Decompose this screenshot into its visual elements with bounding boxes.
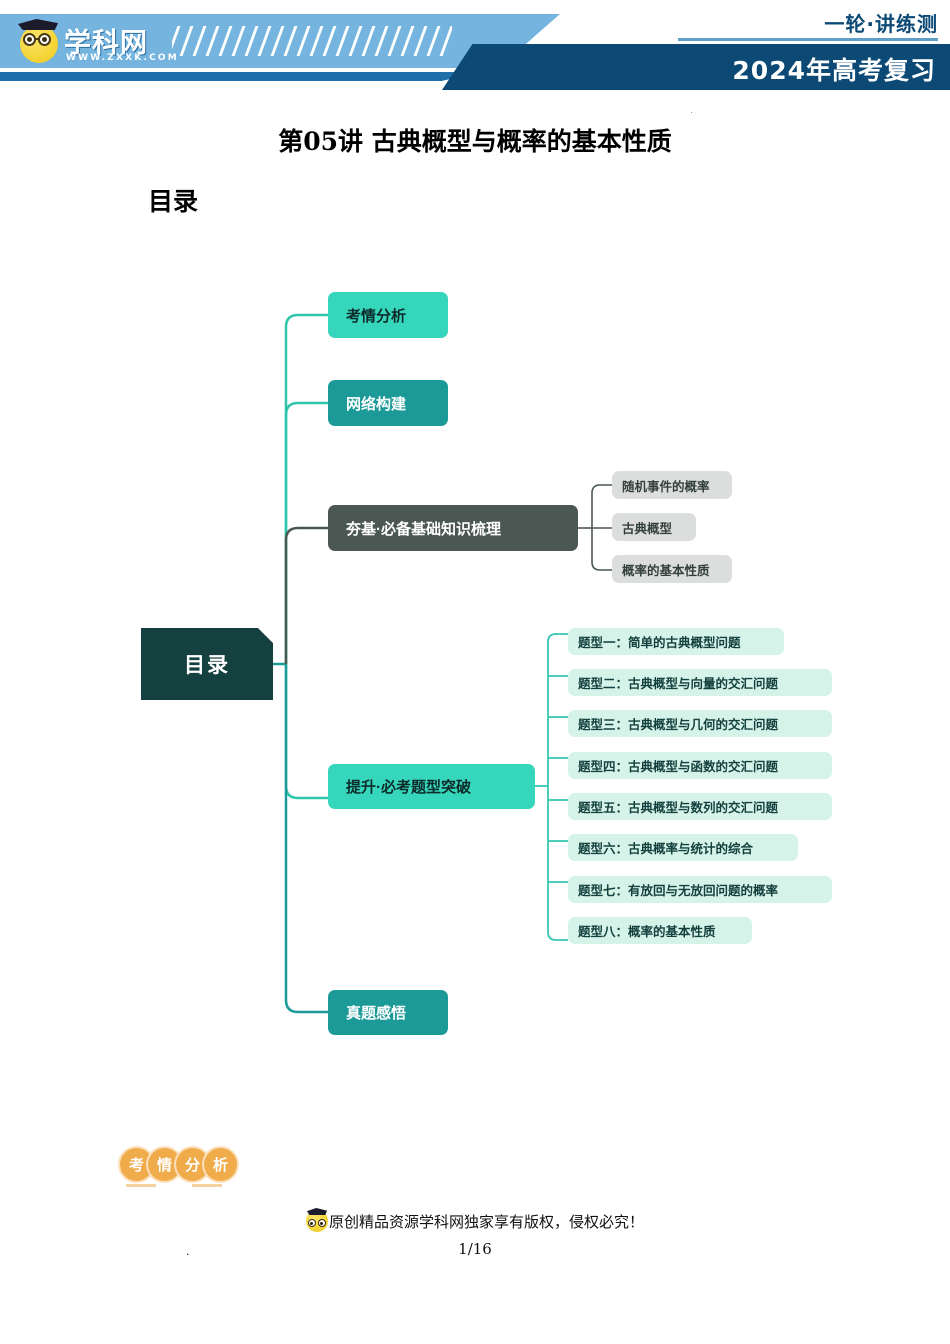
badge-circle: 考: [120, 1148, 153, 1181]
mascot-pupil-left-icon: [310, 1222, 314, 1225]
mindmap-question-type-2[interactable]: 题型二：古典概型与向量的交汇问题: [568, 669, 832, 696]
question-type-label: 题型一：简单的古典概型问题: [578, 636, 741, 650]
branch-label: 提升·必考题型突破: [346, 779, 471, 796]
branch-label: 网络构建: [346, 395, 407, 413]
mascot-pupil-right-icon: [320, 1222, 324, 1225]
mindmap-question-type-4[interactable]: 题型四：古典概型与函数的交汇问题: [568, 752, 832, 779]
mindmap-branch-exam-analysis[interactable]: 考情分析: [328, 292, 448, 338]
header-subtitle: 一轮·讲练测: [824, 12, 938, 36]
mindmap-question-type-7[interactable]: 题型七：有放回与无放回问题的概率: [568, 876, 832, 903]
section-badge-exam-analysis: 考情分析: [120, 1148, 240, 1188]
copyright-note: 原创精品资源学科网独家享有版权，侵权必究！: [0, 1208, 950, 1232]
page-title: 第05讲 古典概型与概率的基本性质: [278, 127, 672, 156]
header-subtitle-rule: [678, 38, 938, 41]
mindmap-root-node[interactable]: 目录: [141, 628, 273, 700]
branch-label: 夯基·必备基础知识梳理: [346, 520, 501, 538]
question-type-label: 题型八：概率的基本性质: [578, 925, 716, 939]
question-type-label: 题型三：古典概型与几何的交汇问题: [578, 718, 779, 732]
footer-decoration-dot: .: [186, 1244, 190, 1258]
logo-pupil-right-icon: [42, 37, 47, 42]
mindmap-branch-real-exam[interactable]: 真题感悟: [328, 990, 448, 1035]
header-blue-rule: [0, 72, 480, 81]
question-type-label: 题型七：有放回与无放回问题的概率: [578, 884, 779, 898]
mindmap-question-type-3[interactable]: 题型三：古典概型与几何的交汇问题: [568, 710, 832, 737]
copyright-text: 原创精品资源学科网独家享有版权，侵权必究！: [328, 1213, 644, 1231]
mascot-cap-icon: [306, 1208, 327, 1215]
mindmap-root-label: 目录: [184, 654, 230, 677]
branch-label: 考情分析: [346, 307, 407, 325]
logo-url: WWW.ZXXK.COM: [66, 53, 179, 63]
mindmap-sub-node-classical-model[interactable]: 古典概型: [612, 513, 696, 541]
header-main-title: 2024年高考复习: [732, 56, 936, 85]
badge-underline: [192, 1184, 222, 1187]
mindmap-sub-node-probability-properties[interactable]: 概率的基本性质: [612, 555, 732, 583]
page-header: 学科网 WWW.ZXXK.COM 一轮·讲练测 2024年高考复习: [0, 0, 950, 96]
mindmap-question-type-1[interactable]: 题型一：简单的古典概型问题: [568, 628, 784, 655]
sub-node-label: 随机事件的概率: [622, 479, 710, 494]
page-number: 1/16: [458, 1240, 492, 1258]
mindmap-question-type-6[interactable]: 题型六：古典概率与统计的综合: [568, 834, 798, 861]
logo-pupil-left-icon: [27, 37, 32, 42]
header-navy-band: [442, 44, 950, 90]
mindmap-branch-question-types[interactable]: 提升·必考题型突破: [328, 764, 535, 809]
graduation-cap-icon: [18, 19, 58, 30]
question-type-label: 题型二：古典概型与向量的交汇问题: [578, 677, 779, 691]
mascot-icon: [305, 1208, 328, 1232]
mindmap-branch-network-building[interactable]: 网络构建: [328, 380, 448, 426]
mindmap-sub-node-random-event-probability[interactable]: 随机事件的概率: [612, 471, 732, 499]
zxxk-logo: 学科网 WWW.ZXXK.COM: [16, 17, 177, 67]
badge-circle: 分: [176, 1148, 209, 1181]
logo-wordmark: 学科网: [64, 28, 148, 59]
question-type-label: 题型六：古典概率与统计的综合: [578, 842, 754, 856]
question-type-label: 题型四：古典概型与函数的交汇问题: [578, 760, 779, 774]
logo-glasses-bridge-icon: [35, 38, 40, 40]
question-type-label: 题型五：古典概型与数列的交汇问题: [578, 801, 779, 815]
badge-circle: 析: [204, 1148, 237, 1181]
badge-circle: 情: [148, 1148, 181, 1181]
sub-node-label: 古典概型: [622, 521, 673, 536]
mindmap-branch-foundation[interactable]: 夯基·必备基础知识梳理: [328, 505, 578, 551]
title-decoration-dot: .: [690, 104, 694, 116]
badge-underline: [126, 1184, 156, 1187]
sub-node-label: 概率的基本性质: [622, 563, 710, 578]
mindmap-question-type-8[interactable]: 题型八：概率的基本性质: [568, 917, 752, 944]
branch-label: 真题感悟: [346, 1005, 407, 1022]
mindmap-question-type-5[interactable]: 题型五：古典概型与数列的交汇问题: [568, 793, 832, 820]
toc-heading: 目录: [148, 187, 199, 216]
